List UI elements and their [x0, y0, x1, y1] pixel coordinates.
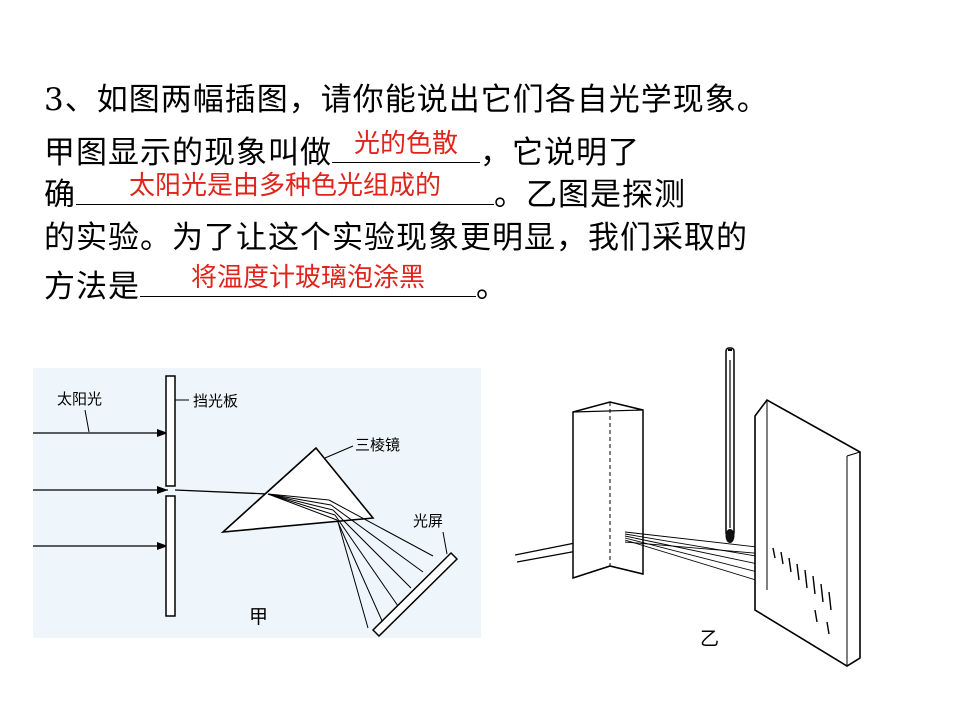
question-text: 3、如图两幅插图，请你能说出它们各自光学现象。 — [44, 82, 769, 118]
answer-blank-2[interactable]: 太阳光是由多种色光组成的 — [76, 170, 494, 205]
label-prism: 三棱镜 — [355, 436, 400, 454]
answer-3: 将温度计玻璃泡涂黑 — [190, 263, 425, 293]
question-text: 方法是 — [44, 269, 140, 305]
question-text: 。 — [476, 269, 508, 305]
label-screen: 光屏 — [413, 512, 443, 530]
question-line-3: 确 太阳光是由多种色光组成的 。乙图是探测 — [44, 170, 686, 215]
infrared-experiment-diagram — [514, 347, 861, 667]
question-text: ，它说明了 — [480, 135, 640, 171]
answer-blank-1[interactable]: 光的色散 — [332, 128, 480, 163]
label-sunlight: 太阳光 — [57, 390, 102, 408]
answer-blank-3[interactable]: 将温度计玻璃泡涂黑 — [140, 262, 476, 297]
question-line-1: 3、如图两幅插图，请你能说出它们各自光学现象。 — [44, 80, 769, 120]
question-line-4: 的实验。为了让这个实验现象更明显，我们采取的 — [44, 218, 748, 258]
prism-dispersion-diagram: 太阳光 挡光板 三棱镜 光屏 — [33, 375, 459, 638]
question-text: 。乙图是探测 — [494, 177, 686, 213]
caption-jia: 甲 — [249, 606, 269, 628]
answer-2: 太阳光是由多种色光组成的 — [128, 171, 441, 201]
question-line-5: 方法是 将温度计玻璃泡涂黑 。 — [44, 262, 508, 307]
figure-jia: 太阳光 挡光板 三棱镜 光屏 — [33, 368, 481, 638]
question-text: 的实验。为了让这个实验现象更明显，我们采取的 — [44, 220, 748, 256]
caption-yi: 乙 — [700, 628, 720, 650]
question-text: 确 — [44, 177, 76, 213]
label-board: 挡光板 — [193, 392, 238, 410]
question-text: 甲图显示的现象叫做 — [44, 135, 332, 171]
question-line-2: 甲图显示的现象叫做光的色散 ，它说明了 — [44, 128, 640, 173]
figure-yi — [514, 340, 865, 670]
answer-1: 光的色散 — [353, 129, 458, 159]
